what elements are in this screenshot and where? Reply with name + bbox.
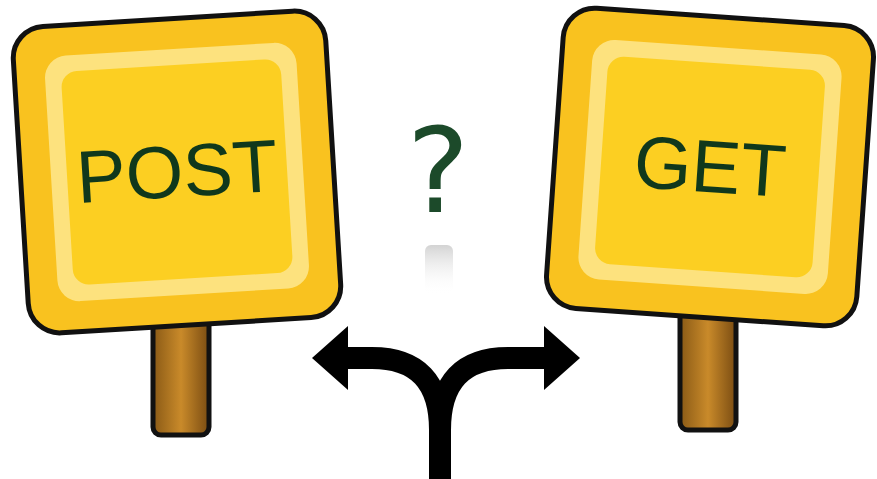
- arrow-head: [312, 326, 348, 390]
- sign-face: POST: [61, 58, 294, 285]
- sign-text: GET: [599, 122, 822, 211]
- sign-text: POST: [65, 128, 289, 215]
- road-sign: GET: [542, 3, 877, 330]
- sign-pole: [680, 305, 736, 430]
- sign-face: GET: [594, 56, 826, 279]
- road-sign: POST: [9, 7, 345, 338]
- arrow-head: [544, 326, 580, 390]
- reflection: [425, 245, 453, 295]
- question-mark: ?: [407, 112, 470, 230]
- sign-band: GET: [577, 39, 843, 296]
- sign-band: POST: [44, 42, 311, 303]
- sign-pole: [153, 315, 209, 435]
- fork-arrow: [342, 358, 548, 479]
